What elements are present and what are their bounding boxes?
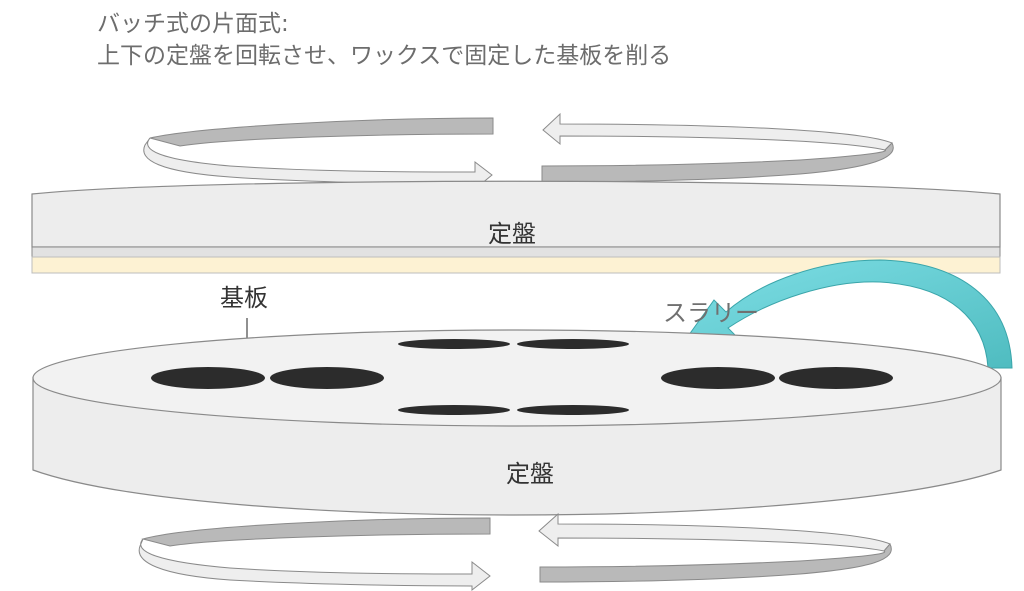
- lower-rotation-band-back-left: [141, 517, 491, 547]
- upper-rotation-arrow: [143, 112, 894, 191]
- title-line-2: 上下の定盤を回転させ、ワックスで固定した基板を削る: [97, 43, 672, 69]
- substrate-label: 基板: [220, 284, 268, 312]
- substrate: [398, 405, 510, 415]
- substrate: [270, 367, 384, 389]
- substrate: [661, 367, 775, 389]
- lower-platen-label: 定盤: [506, 460, 554, 488]
- lower-rotation-band-front-left: [138, 538, 491, 591]
- lower-platen: 定盤: [32, 329, 1002, 516]
- substrate: [151, 367, 265, 389]
- wax-layer: [31, 246, 1001, 258]
- substrate: [779, 367, 893, 389]
- upper-platen-label: 定盤: [488, 220, 536, 248]
- slurry-label: スラリー: [663, 299, 759, 327]
- upper-rotation-band-front-right: [541, 142, 894, 183]
- upper-platen-body: [31, 180, 1001, 248]
- upper-rotation-band-back-right: [542, 112, 893, 151]
- lower-rotation-band-front-right: [539, 543, 892, 583]
- lower-platen-top-surface: [32, 329, 1002, 427]
- upper-platen: 定盤: [31, 180, 1001, 274]
- substrate: [398, 339, 510, 349]
- wax-layer-yellow: [31, 256, 1001, 274]
- upper-rotation-band-back-left: [149, 117, 494, 147]
- title-line-1: バッチ式の片面式:: [97, 11, 289, 37]
- diagram-title: バッチ式の片面式: 上下の定盤を回転させ、ワックスで固定した基板を削る: [97, 8, 671, 72]
- lower-rotation-arrow: [138, 512, 892, 591]
- substrate: [517, 339, 629, 349]
- lower-rotation-band-back-right: [538, 512, 891, 552]
- slurry-arrow-shape: [666, 259, 1013, 369]
- slurry-arrow: スラリー: [663, 259, 1013, 369]
- substrate: [517, 405, 629, 415]
